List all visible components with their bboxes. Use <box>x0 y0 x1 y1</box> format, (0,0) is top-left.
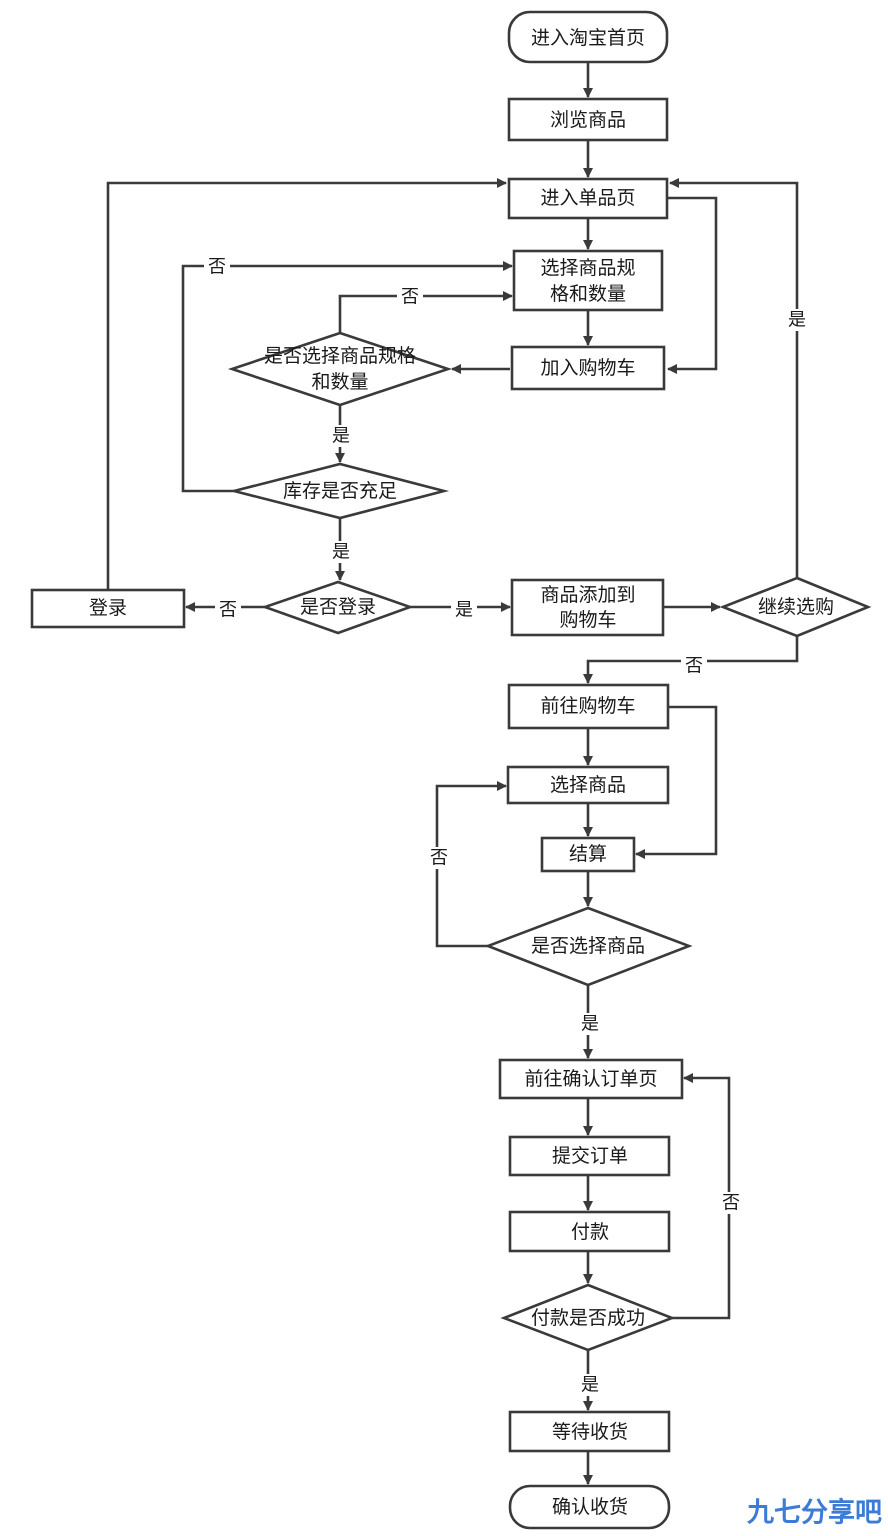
label-checkselect-no: 否 <box>430 848 448 869</box>
label-stock-no: 否 <box>208 257 226 278</box>
node-enter-home: 进入淘宝首页 <box>507 10 669 64</box>
svg-text:浏览商品: 浏览商品 <box>550 109 626 131</box>
svg-text:付款: 付款 <box>571 1221 609 1243</box>
svg-text:商品添加到: 商品添加到 <box>540 584 635 606</box>
node-login: 登录 <box>30 588 186 629</box>
svg-text:等待收货: 等待收货 <box>552 1421 628 1443</box>
svg-text:进入淘宝首页: 进入淘宝首页 <box>531 27 645 49</box>
svg-text:登录: 登录 <box>89 597 127 619</box>
node-continue: 继续选购 <box>719 576 872 638</box>
node-check-select: 是否选择商品 <box>484 906 693 987</box>
label-checkpay-no: 否 <box>722 1193 740 1214</box>
svg-text:继续选购: 继续选购 <box>758 596 834 618</box>
node-select-goods: 选择商品 <box>506 765 670 805</box>
svg-text:是否登录: 是否登录 <box>300 596 376 618</box>
label-login-no: 否 <box>219 600 237 621</box>
node-added-cart: 商品添加到 购物车 <box>510 578 665 637</box>
svg-text:付款是否成功: 付款是否成功 <box>531 1307 645 1329</box>
watermark: 九七分享吧 <box>747 1497 882 1529</box>
svg-text:是否选择商品规格: 是否选择商品规格 <box>264 345 416 367</box>
label-checkspec-no: 否 <box>401 287 419 308</box>
node-pay: 付款 <box>508 1210 671 1253</box>
label-continue-no: 否 <box>685 656 703 677</box>
edge-login-back <box>106 178 507 590</box>
node-check-login: 是否登录 <box>261 580 414 635</box>
svg-text:提交订单: 提交订单 <box>552 1145 628 1167</box>
label-checkselect-yes: 是 <box>581 1014 599 1035</box>
svg-text:确认收货: 确认收货 <box>552 1496 628 1518</box>
edge-labels: 否 否 是 是 是 否 是 否 否 是 否 是 <box>204 256 810 1396</box>
node-receive: 确认收货 <box>508 1484 671 1530</box>
label-checkspec-yes: 是 <box>332 426 350 447</box>
label-checkpay-yes: 是 <box>581 1375 599 1396</box>
node-submit-order: 提交订单 <box>508 1135 671 1177</box>
node-browse: 浏览商品 <box>507 97 669 142</box>
svg-text:购物车: 购物车 <box>559 609 616 631</box>
svg-text:前往确认订单页: 前往确认订单页 <box>524 1068 657 1090</box>
label-stock-yes: 是 <box>332 542 350 563</box>
node-wait: 等待收货 <box>508 1410 671 1453</box>
edge-gocart-right-checkout <box>635 705 718 859</box>
svg-text:选择商品: 选择商品 <box>550 774 626 796</box>
svg-text:和数量: 和数量 <box>311 371 368 393</box>
node-confirm-order: 前往确认订单页 <box>498 1058 684 1100</box>
label-continue-yes: 是 <box>788 310 806 331</box>
edge-stock-no <box>181 261 513 493</box>
svg-text:是否选择商品: 是否选择商品 <box>531 935 645 957</box>
label-login-yes: 是 <box>455 600 473 621</box>
node-check-pay: 付款是否成功 <box>500 1283 676 1352</box>
node-add-cart: 加入购物车 <box>510 345 666 391</box>
svg-text:选择商品规: 选择商品规 <box>540 257 635 279</box>
svg-text:结算: 结算 <box>569 843 607 865</box>
node-choose-spec: 选择商品规 格和数量 <box>512 249 664 312</box>
node-check-stock: 库存是否充足 <box>233 462 450 520</box>
svg-text:库存是否充足: 库存是否充足 <box>283 480 397 502</box>
svg-text:加入购物车: 加入购物车 <box>540 357 635 379</box>
node-checkout: 结算 <box>540 836 636 873</box>
edge-item-right-addcart <box>667 196 718 374</box>
svg-text:进入单品页: 进入单品页 <box>540 187 635 209</box>
svg-text:前往购物车: 前往购物车 <box>540 695 635 717</box>
edge-continue-yes <box>669 178 799 578</box>
edge-checkspec-no <box>338 291 513 333</box>
svg-text:格和数量: 格和数量 <box>550 283 626 305</box>
node-item-page: 进入单品页 <box>507 177 669 220</box>
node-check-spec: 是否选择商品规格 和数量 <box>227 331 453 407</box>
node-go-cart: 前往购物车 <box>507 683 670 730</box>
